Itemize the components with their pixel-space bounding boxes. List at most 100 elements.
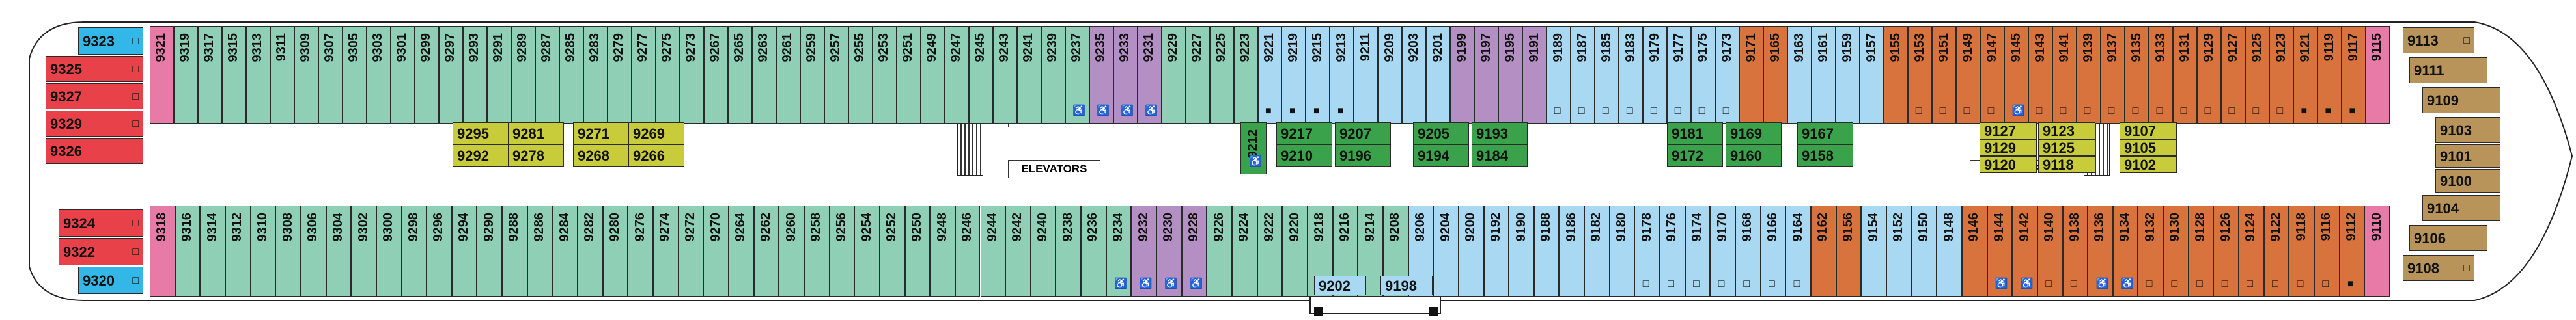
- cabin-9127[interactable]: 9127□: [2221, 26, 2246, 124]
- cabin-9107[interactable]: 9107: [2120, 122, 2177, 139]
- cabin-9169[interactable]: 9169: [1726, 122, 1782, 144]
- cabin-9313[interactable]: 9313: [245, 26, 270, 124]
- cabin-9255[interactable]: 9255: [848, 26, 873, 124]
- cabin-9308[interactable]: 9308: [275, 206, 301, 297]
- cabin-9138[interactable]: 9138□: [2062, 206, 2088, 297]
- cabin-9121[interactable]: 9121■: [2293, 26, 2318, 124]
- cabin-9120[interactable]: 9120: [1980, 156, 2037, 173]
- cabin-9302[interactable]: 9302: [351, 206, 376, 297]
- cabin-9317[interactable]: 9317: [197, 26, 222, 124]
- cabin-9129[interactable]: 9129: [1980, 139, 2037, 156]
- cabin-9109[interactable]: 9109: [2422, 87, 2500, 113]
- cabin-9162[interactable]: 9162: [1811, 206, 1836, 297]
- cabin-9235[interactable]: 9235♿: [1089, 26, 1113, 124]
- cabin-9278[interactable]: 9278: [508, 144, 564, 167]
- cabin-9294[interactable]: 9294: [451, 206, 477, 297]
- cabin-9321[interactable]: 9321: [150, 26, 174, 124]
- cabin-9263[interactable]: 9263: [751, 26, 776, 124]
- cabin-9145[interactable]: 9145♿: [2004, 26, 2029, 124]
- cabin-9228[interactable]: 9228♿: [1181, 206, 1207, 297]
- cabin-9269[interactable]: 9269: [628, 122, 684, 144]
- cabin-9238[interactable]: 9238: [1056, 206, 1082, 297]
- cabin-9292[interactable]: 9292: [453, 144, 509, 167]
- cabin-9118[interactable]: 9118□: [2289, 206, 2315, 297]
- cabin-9316[interactable]: 9316: [175, 206, 201, 297]
- cabin-9286[interactable]: 9286: [527, 206, 553, 297]
- cabin-9139[interactable]: 9139□: [2077, 26, 2101, 124]
- cabin-9299[interactable]: 9299: [414, 26, 439, 124]
- cabin-9301[interactable]: 9301: [390, 26, 415, 124]
- cabin-9201[interactable]: 9201: [1426, 26, 1451, 124]
- cabin-9164[interactable]: 9164□: [1785, 206, 1811, 297]
- cabin-9247[interactable]: 9247: [944, 26, 969, 124]
- cabin-9275[interactable]: 9275: [655, 26, 680, 124]
- cabin-9236[interactable]: 9236: [1081, 206, 1106, 297]
- cabin-9136[interactable]: 9136♿: [2088, 206, 2113, 297]
- cabin-9322[interactable]: 9322□: [59, 238, 143, 265]
- cabin-9161[interactable]: 9161: [1812, 26, 1836, 124]
- cabin-9318[interactable]: 9318: [150, 206, 175, 297]
- cabin-9244[interactable]: 9244: [980, 206, 1006, 297]
- cabin-9230[interactable]: 9230♿: [1156, 206, 1182, 297]
- cabin-9325[interactable]: 9325□: [46, 56, 143, 82]
- cabin-9123[interactable]: 9123: [2038, 122, 2095, 139]
- cabin-9167[interactable]: 9167: [1797, 122, 1853, 144]
- cabin-9304[interactable]: 9304: [326, 206, 352, 297]
- cabin-9172[interactable]: 9172: [1667, 144, 1723, 167]
- cabin-9223[interactable]: 9223: [1233, 26, 1258, 124]
- cabin-9311[interactable]: 9311: [270, 26, 294, 124]
- cabin-9202[interactable]: 9202: [1314, 276, 1366, 295]
- cabin-9229[interactable]: 9229: [1161, 26, 1186, 124]
- cabin-9296[interactable]: 9296: [427, 206, 452, 297]
- cabin-9187[interactable]: 9187□: [1571, 26, 1595, 124]
- cabin-9267[interactable]: 9267: [703, 26, 728, 124]
- cabin-9180[interactable]: 9180: [1609, 206, 1635, 297]
- cabin-9129[interactable]: 9129□: [2197, 26, 2222, 124]
- cabin-9153[interactable]: 9153□: [1908, 26, 1933, 124]
- cabin-9327[interactable]: 9327□: [46, 83, 143, 109]
- cabin-9203[interactable]: 9203: [1402, 26, 1427, 124]
- cabin-9323[interactable]: 9323□: [78, 27, 143, 55]
- cabin-9126[interactable]: 9126□: [2213, 206, 2239, 297]
- cabin-9198[interactable]: 9198: [1380, 276, 1433, 295]
- cabin-9280[interactable]: 9280: [602, 206, 628, 297]
- cabin-9257[interactable]: 9257: [824, 26, 848, 124]
- cabin-9150[interactable]: 9150: [1911, 206, 1937, 297]
- cabin-9261[interactable]: 9261: [776, 26, 800, 124]
- cabin-9260[interactable]: 9260: [779, 206, 804, 297]
- cabin-9297[interactable]: 9297: [438, 26, 463, 124]
- cabin-9151[interactable]: 9151□: [1932, 26, 1957, 124]
- cabin-9233[interactable]: 9233♿: [1113, 26, 1138, 124]
- cabin-9287[interactable]: 9287: [535, 26, 559, 124]
- cabin-9155[interactable]: 9155: [1884, 26, 1909, 124]
- cabin-9215[interactable]: 9215■: [1306, 26, 1330, 124]
- cabin-9246[interactable]: 9246: [955, 206, 981, 297]
- cabin-9122[interactable]: 9122□: [2263, 206, 2289, 297]
- cabin-9243[interactable]: 9243: [992, 26, 1017, 124]
- cabin-9170[interactable]: 9170□: [1710, 206, 1736, 297]
- cabin-9309[interactable]: 9309: [294, 26, 318, 124]
- cabin-9182[interactable]: 9182: [1584, 206, 1610, 297]
- cabin-9283[interactable]: 9283: [583, 26, 608, 124]
- cabin-9219[interactable]: 9219■: [1281, 26, 1306, 124]
- cabin-9116[interactable]: 9116□: [2314, 206, 2340, 297]
- cabin-9231[interactable]: 9231♿: [1137, 26, 1162, 124]
- cabin-9140[interactable]: 9140□: [2037, 206, 2063, 297]
- cabin-9211[interactable]: 9211: [1354, 26, 1379, 124]
- cabin-9111[interactable]: 9111: [2409, 57, 2487, 83]
- cabin-9315[interactable]: 9315: [221, 26, 246, 124]
- cabin-9110[interactable]: 9110: [2364, 206, 2390, 297]
- cabin-9281[interactable]: 9281: [508, 122, 564, 144]
- cabin-9232[interactable]: 9232♿: [1131, 206, 1157, 297]
- cabin-9177[interactable]: 9177□: [1667, 26, 1692, 124]
- cabin-9166[interactable]: 9166□: [1760, 206, 1786, 297]
- cabin-9186[interactable]: 9186: [1559, 206, 1585, 297]
- cabin-9168[interactable]: 9168□: [1735, 206, 1761, 297]
- cabin-9159[interactable]: 9159: [1836, 26, 1860, 124]
- cabin-9290[interactable]: 9290: [477, 206, 503, 297]
- cabin-9128[interactable]: 9128□: [2188, 206, 2214, 297]
- cabin-9277[interactable]: 9277: [631, 26, 656, 124]
- cabin-9194[interactable]: 9194: [1413, 144, 1469, 167]
- cabin-9312[interactable]: 9312: [225, 206, 251, 297]
- cabin-9268[interactable]: 9268: [573, 144, 629, 167]
